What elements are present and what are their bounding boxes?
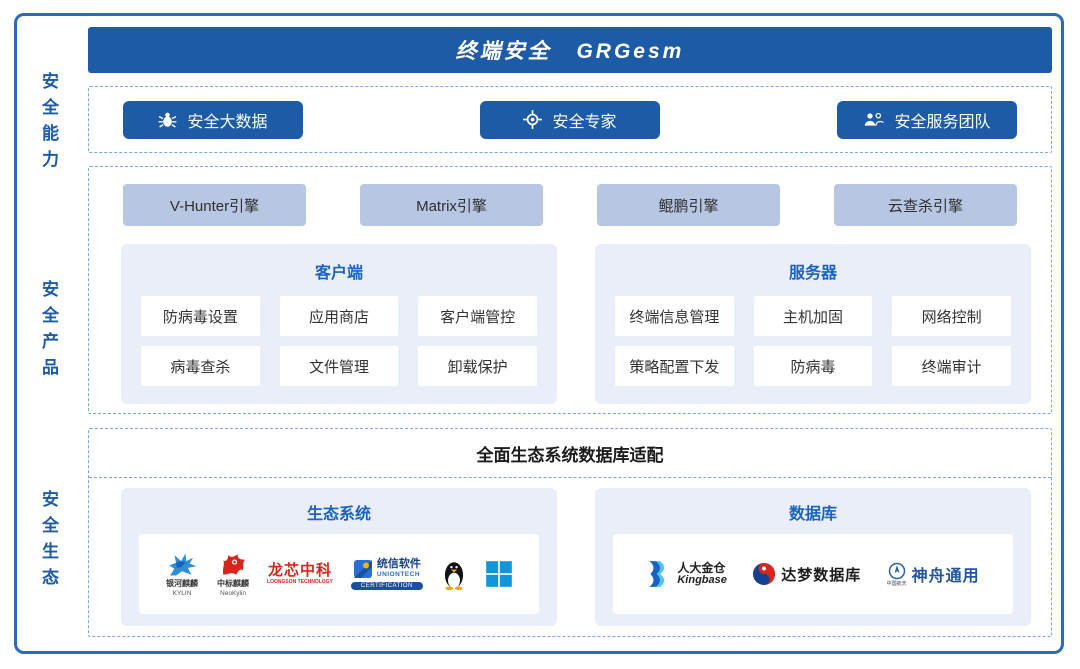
server-card: 主机加固 <box>753 296 873 336</box>
engine-matrix: Matrix引擎 <box>360 184 543 226</box>
ecosystem-panels: 生态系统 银河麒麟 KYLIN <box>89 488 1051 626</box>
server-card: 网络控制 <box>892 296 1011 336</box>
shentong-logo: 中国航天 神舟通用 <box>887 562 980 587</box>
database-panel-title: 数据库 <box>788 506 837 523</box>
client-panel-title: 客户端 <box>314 265 363 282</box>
dameng-logo: 达梦数据库 <box>752 562 861 586</box>
ecosystem-logo-box: 银河麒麟 KYLIN 中标麒麟 NeoKylin <box>139 534 539 614</box>
casc-emblem-icon <box>888 562 905 579</box>
client-card: 防病毒设置 <box>141 296 260 336</box>
team-icon <box>865 112 885 126</box>
page-title: 终端安全 GRGesm <box>455 40 685 63</box>
service-team-label: 安全服务团队 <box>894 113 991 131</box>
linux-tux-icon <box>444 562 463 590</box>
server-card-grid: 终端信息管理 主机加固 网络控制 策略配置下发 防病毒 终端审计 <box>595 296 1031 386</box>
kylin-logo: 银河麒麟 KYLIN <box>165 551 199 597</box>
server-card: 终端审计 <box>892 346 1011 386</box>
sidebar-label-ecosystem: 安全生态 <box>39 490 58 594</box>
dameng-name: 达梦数据库 <box>781 566 862 584</box>
neokylin-name: 中标麒麟 <box>217 579 250 589</box>
kingbase-name: 人大金仓 <box>677 560 726 575</box>
big-data-label: 安全大数据 <box>187 113 268 131</box>
products-section: V-Hunter引擎 Matrix引擎 鲲鹏引擎 云查杀引擎 客户端 防病毒设置… <box>88 166 1052 414</box>
uniontech-logo: 统信软件 UNIONTECH CERTIFICATION <box>350 559 423 590</box>
kingbase-mark-icon <box>649 561 665 587</box>
outer-frame <box>14 13 1064 654</box>
server-panel-title: 服务器 <box>788 265 837 282</box>
security-expert-label: 安全专家 <box>552 113 617 131</box>
loongson-en: LOONGSON TECHNOLOGY <box>267 579 333 585</box>
header-banner: 终端安全 GRGesm <box>88 27 1052 73</box>
client-card: 病毒查杀 <box>141 346 260 386</box>
neokylin-logo: 中标麒麟 NeoKylin <box>217 551 250 597</box>
database-panel: 数据库 人大金仓 Kingbase <box>595 488 1031 626</box>
engine-kunpeng: 鲲鹏引擎 <box>597 184 780 226</box>
client-card: 客户端管控 <box>418 296 537 336</box>
server-card: 终端信息管理 <box>615 296 734 336</box>
engine-cloud-scan: 云查杀引擎 <box>834 184 1017 226</box>
neokylin-beast-icon <box>222 554 246 576</box>
server-card: 策略配置下发 <box>615 346 734 386</box>
engine-row: V-Hunter引擎 Matrix引擎 鲲鹏引擎 云查杀引擎 <box>89 184 1051 226</box>
server-card: 防病毒 <box>753 346 873 386</box>
kylin-beast-icon <box>169 553 197 576</box>
uniontech-top: 统信软件 UNIONTECH <box>353 559 421 579</box>
kylin-en: KYLIN <box>172 589 192 597</box>
adaptation-title: 全面生态系统数据库适配 <box>89 429 1051 478</box>
shentong-badge: 中国航天 <box>887 562 907 587</box>
service-team-button[interactable]: 安全服务团队 <box>837 100 1017 139</box>
linux-logo <box>441 558 467 590</box>
client-card-grid: 防病毒设置 应用商店 客户端管控 病毒查杀 文件管理 卸载保护 <box>121 296 557 386</box>
kingbase-en: Kingbase <box>677 573 727 586</box>
client-card: 卸载保护 <box>418 346 537 386</box>
client-card: 文件管理 <box>279 346 399 386</box>
server-panel: 服务器 终端信息管理 主机加固 网络控制 策略配置下发 防病毒 终端审计 <box>595 244 1031 404</box>
database-logo-box: 人大金仓 Kingbase 达梦数据库 <box>613 534 1013 614</box>
capability-section: 安全大数据 安全专家 <box>88 86 1052 153</box>
sidebar-label-products: 安全产品 <box>39 280 58 384</box>
shentong-casc-text: 中国航天 <box>886 580 907 587</box>
shentong-name: 神舟通用 <box>911 568 980 585</box>
uniontech-en: UNIONTECH <box>376 570 421 578</box>
loongson-name: 龙芯中科 <box>267 562 332 579</box>
target-icon <box>523 110 543 129</box>
uniontech-mark-icon <box>353 559 372 578</box>
dameng-mark-icon <box>753 563 776 585</box>
windows-logo <box>485 560 513 588</box>
engine-v-hunter: V-Hunter引擎 <box>123 184 306 226</box>
ecosystem-section: 全面生态系统数据库适配 生态系统 银河麒麟 KYLIN <box>88 428 1052 637</box>
ecosystem-panel-title: 生态系统 <box>306 506 371 523</box>
content-column: 终端安全 GRGesm 安全大数据 <box>88 27 1052 637</box>
uniontech-name: 统信软件 <box>376 558 421 571</box>
kingbase-logo: 人大金仓 Kingbase <box>646 560 727 588</box>
windows-flag-icon <box>486 561 512 587</box>
neokylin-en: NeoKylin <box>220 589 247 597</box>
ecosystem-panel: 生态系统 银河麒麟 KYLIN <box>121 488 557 626</box>
security-expert-button[interactable]: 安全专家 <box>480 100 660 139</box>
bug-icon <box>158 112 178 128</box>
uniontech-certification-badge: CERTIFICATION <box>350 581 423 590</box>
product-panels: 客户端 防病毒设置 应用商店 客户端管控 病毒查杀 文件管理 卸载保护 服务器 … <box>89 244 1051 404</box>
kylin-name: 银河麒麟 <box>166 579 199 589</box>
client-panel: 客户端 防病毒设置 应用商店 客户端管控 病毒查杀 文件管理 卸载保护 <box>121 244 557 404</box>
loongson-logo: 龙芯中科 LOONGSON TECHNOLOGY <box>267 563 333 585</box>
big-data-button[interactable]: 安全大数据 <box>123 100 303 139</box>
sidebar-label-capability: 安全能力 <box>39 72 58 176</box>
client-card: 应用商店 <box>279 296 399 336</box>
